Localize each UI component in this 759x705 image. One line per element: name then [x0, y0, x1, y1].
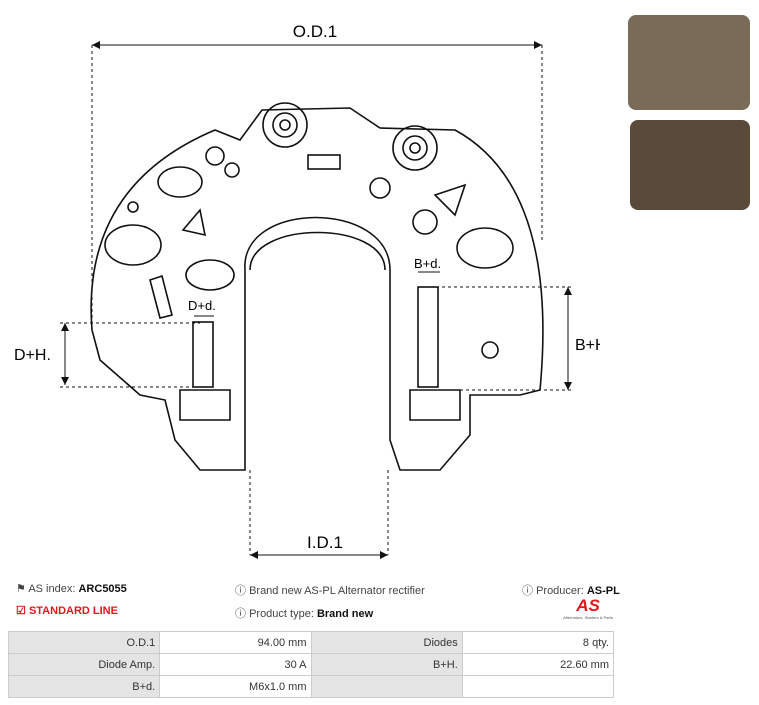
- product-photo-top: [628, 15, 750, 110]
- id-label: I.D.1: [307, 533, 343, 552]
- spec-label: B+H.: [310, 653, 463, 676]
- bh-label: B+H.: [575, 337, 600, 354]
- spec-label: B+d.: [7, 675, 161, 698]
- description: ⓘ Brand new AS-PL Alternator rectifier: [235, 585, 425, 597]
- standard-line: ☑ STANDARD LINE: [16, 605, 118, 617]
- dd-label: D+d.: [188, 298, 216, 313]
- spec-value: 30 A: [159, 653, 312, 676]
- info-icon: ⓘ: [522, 585, 533, 597]
- spec-value: 94.00 mm: [159, 631, 312, 654]
- spec-value: [461, 675, 615, 698]
- od-label: O.D.1: [293, 22, 337, 41]
- spec-label: Diode Amp.: [7, 653, 161, 676]
- table-row: B+d.M6x1.0 mm: [7, 675, 615, 698]
- spec-value: 8 qty.: [461, 631, 615, 654]
- info-icon: ⓘ: [235, 608, 246, 620]
- bd-label: B+d.: [414, 256, 441, 271]
- product-type: ⓘ Product type: Brand new: [235, 608, 374, 620]
- spec-label: [310, 675, 463, 698]
- info-icon: ⓘ: [235, 585, 246, 597]
- checkbox-icon: ☑: [16, 605, 26, 617]
- product-photo-bottom: [630, 120, 750, 210]
- producer: ⓘ Producer: AS-PL: [522, 585, 620, 597]
- spec-label: Diodes: [310, 631, 463, 654]
- as-index: ⚑ AS index: ARC5055: [16, 583, 127, 595]
- tag-icon: ⚑: [16, 583, 26, 595]
- rectifier-technical-drawing: O.D.1 I.D.1 D+H. B+H. B+d. D+d.: [14, 22, 600, 559]
- dh-label: D+H.: [14, 347, 51, 364]
- spec-value: 22.60 mm: [461, 653, 615, 676]
- spec-value: M6x1.0 mm: [159, 675, 312, 698]
- as-pl-logo: AS Alternators, Starters & Parts: [563, 596, 613, 621]
- spec-label: O.D.1: [7, 631, 161, 654]
